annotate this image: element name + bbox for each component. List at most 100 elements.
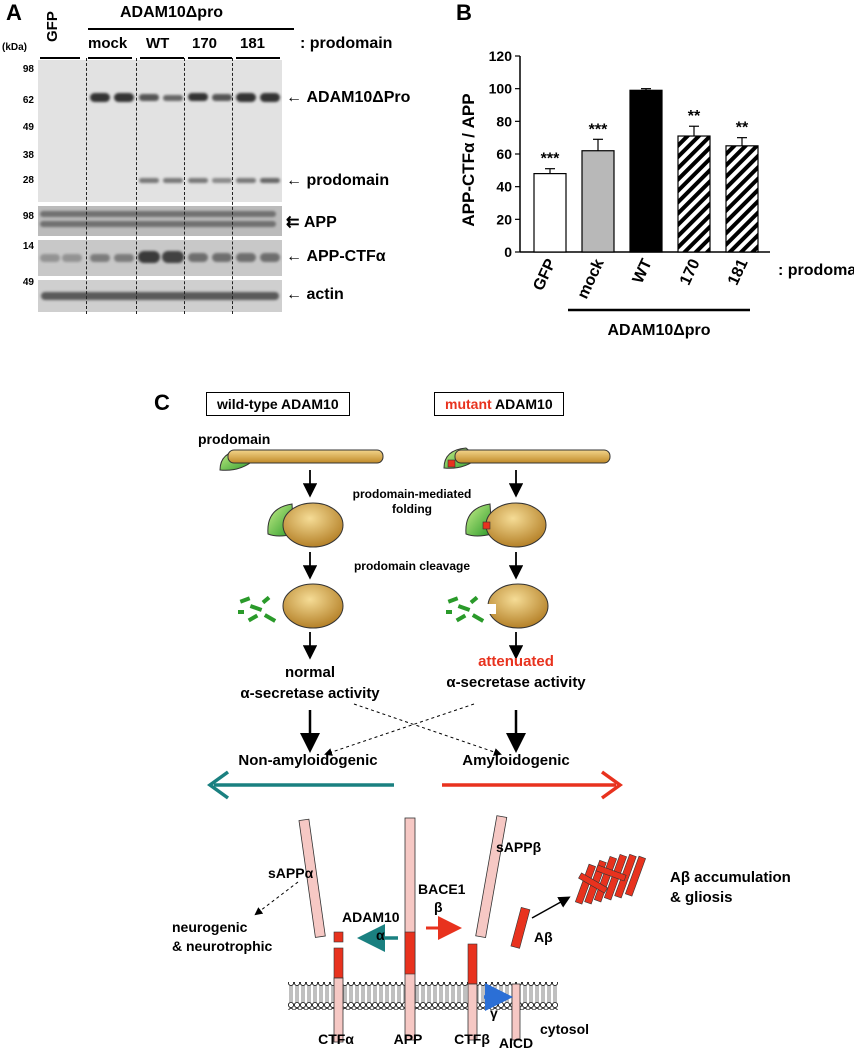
lane-underline-170: [188, 57, 232, 59]
x-tick-label: GFP: [530, 256, 559, 293]
normal-label: normal: [285, 664, 335, 681]
significance-mark: **: [688, 108, 701, 125]
lane-wt-label: WT: [146, 35, 170, 52]
ctfa-label: CTFα: [318, 1031, 354, 1047]
bar-GFP: [533, 173, 567, 253]
lane-underline-181: [236, 57, 280, 59]
neurogenic-label-1: neurogenic: [172, 919, 248, 935]
panel-c-letter: C: [154, 390, 170, 415]
blot-adam10: [38, 60, 282, 202]
cleavage-label: prodomain cleavage: [354, 559, 470, 573]
bar-mock: [581, 150, 615, 253]
accumulation-label-2: & gliosis: [670, 889, 733, 906]
band-label-adam10: ← ADAM10ΔPro: [286, 89, 411, 106]
attenuated-label: attenuated: [478, 653, 554, 670]
prodomain-label-c: prodomain: [198, 431, 270, 447]
adam10-precursor-mut: [454, 449, 611, 464]
y-tick-label: 120: [489, 48, 513, 64]
marker-28: 28: [22, 175, 34, 186]
band-label-ctf: ← APP-CTFα: [286, 248, 386, 265]
significance-mark: ***: [541, 151, 560, 168]
ctfb-fragment: [467, 943, 478, 985]
mature-adam10-mut: [487, 583, 549, 629]
y-tick-label: 20: [496, 211, 512, 227]
abeta-plaque: [574, 853, 646, 905]
adam10-precursor-wt: [227, 449, 384, 464]
marker-62: 62: [22, 95, 34, 106]
y-tick-label: 0: [504, 244, 512, 260]
lane-separator: [232, 58, 233, 314]
blot-actin: [38, 280, 282, 312]
lane-170-label: 170: [192, 35, 218, 52]
blot-app: [38, 206, 282, 236]
beta-label: β: [434, 899, 443, 915]
x-tick-label: 181: [725, 256, 752, 287]
app-full: [404, 817, 416, 1041]
folded-adam10-mut: [485, 502, 547, 548]
lane-mock-label: mock: [88, 35, 128, 52]
app-label: APP: [394, 1031, 423, 1047]
y-tick-label: 40: [496, 179, 512, 195]
abeta-fragment: [510, 907, 531, 949]
x-tick-label: 170: [677, 256, 704, 287]
marker-98: 98: [22, 64, 34, 75]
activity-label-wt: α-secretase activity: [240, 685, 380, 702]
significance-mark: **: [736, 120, 749, 137]
activity-label-mut: α-secretase activity: [446, 674, 586, 691]
neurogenic-label-2: & neurotrophic: [172, 938, 273, 954]
kda-label: (kDa): [2, 42, 28, 53]
mutant-adam10-box: mutant ADAM10: [434, 392, 564, 416]
cleaved-prodomain-fragments-wt: [238, 595, 277, 623]
lane-underline-mock: [88, 57, 132, 59]
marker-38: 38: [22, 150, 34, 161]
y-tick-label: 80: [496, 113, 512, 129]
group-underline: [88, 28, 294, 30]
y-tick-label: 100: [489, 81, 513, 97]
wt-adam10-box: wild-type ADAM10: [206, 392, 350, 416]
mechanism-diagram: prodomain normal α-secretase activity pr…: [172, 431, 791, 1050]
bar-170: [677, 135, 711, 253]
cytosol-label: cytosol: [540, 1021, 589, 1037]
marker-14: 14: [22, 241, 34, 252]
ctfb-label: CTFβ: [454, 1031, 490, 1047]
mature-adam10-wt: [282, 583, 344, 629]
folding-label-2: folding: [392, 502, 432, 516]
cleaved-prodomain-fragments-mut: [446, 595, 485, 623]
panel-b-letter: B: [456, 0, 472, 25]
bar-181: [725, 145, 759, 253]
accumulation-label-1: Aβ accumulation: [670, 869, 791, 886]
band-label-actin: ← actin: [286, 286, 344, 303]
lane-separator: [184, 58, 185, 314]
lane-gfp-label: GFP: [44, 11, 61, 42]
marker-98b: 98: [22, 211, 34, 222]
marker-49b: 49: [22, 277, 34, 288]
lane-underline-wt: [140, 57, 184, 59]
band-label-app: ⇇ APP: [286, 214, 337, 231]
adam10-pro-group-label: ADAM10Δpro: [120, 4, 224, 21]
aicd-label: AICD: [499, 1035, 533, 1050]
gamma-label: γ: [490, 1005, 498, 1021]
lane-underline-gfp: [40, 57, 80, 59]
folding-label-1: prodomain-mediated: [353, 487, 472, 501]
aicd-fragment: [511, 983, 521, 1041]
alpha-label: α: [376, 927, 385, 943]
x-tick-label: mock: [575, 256, 608, 301]
lane-separator: [86, 58, 87, 314]
group-label-b: ADAM10Δpro: [607, 322, 710, 339]
band-label-prodomain: ← prodomain: [286, 172, 390, 189]
ctfa-fragment: [333, 947, 344, 979]
marker-49: 49: [22, 122, 34, 133]
sappb-label: sAPPβ: [496, 839, 542, 855]
bace1-label: BACE1: [418, 881, 466, 897]
amyloidogenic-label: Amyloidogenic: [462, 752, 570, 769]
y-tick-label: 60: [496, 146, 512, 162]
lane-separator: [136, 58, 137, 314]
bar-WT: [629, 89, 663, 253]
sappb-fragment: [475, 815, 508, 939]
sappa-label: sAPPα: [268, 865, 314, 881]
lane-181-label: 181: [240, 35, 266, 52]
non-amyloidogenic-label: Non-amyloidogenic: [238, 752, 377, 769]
adam10-enzyme-label: ADAM10: [342, 909, 400, 925]
prodomain-label-b: : prodomain: [778, 262, 854, 279]
